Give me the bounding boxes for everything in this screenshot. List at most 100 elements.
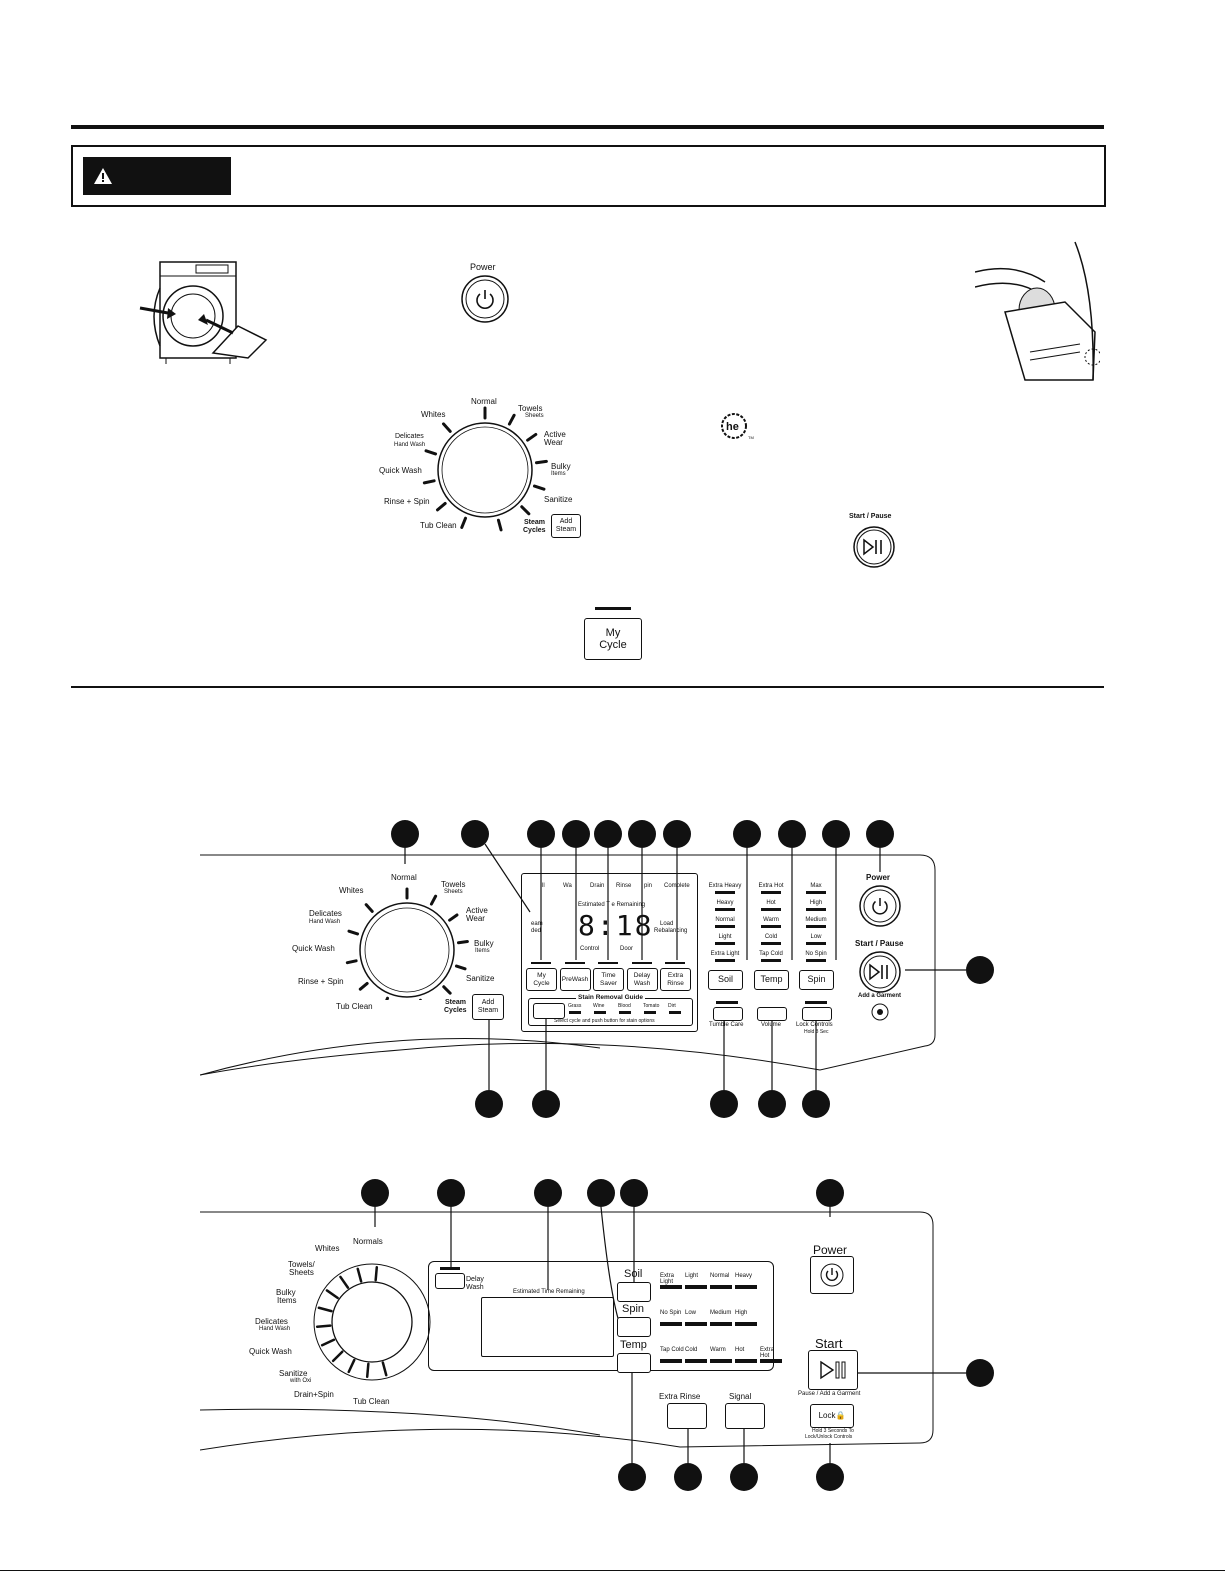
p2-time-screen [481, 1297, 614, 1357]
p1-option-indicator-4 [665, 962, 685, 964]
p1-status-3: Rinse [616, 883, 632, 889]
p1-spin-light-4 [806, 959, 826, 962]
play-pause-icon [863, 538, 875, 556]
p1-stain-item-0: Grass [568, 1003, 582, 1009]
p2-temp_levels-3: Hot [735, 1347, 745, 1353]
start-pause-button[interactable] [852, 525, 896, 569]
p2-dial-drain-spin: Drain+Spin [294, 1390, 334, 1399]
p2-delay-1: Delay [466, 1276, 484, 1283]
p2-spin-button[interactable] [617, 1317, 651, 1337]
p1-temp-level-2: Warm [763, 917, 779, 923]
p1-option-indicator-3 [631, 962, 652, 964]
tumble-care-button[interactable] [713, 1007, 743, 1021]
p1-stain-title: Stain Removal Guide [576, 994, 646, 1001]
p1-power-label: Power [866, 873, 891, 882]
p2-temp_levels-1: Cold [685, 1347, 698, 1353]
p1-soil-level-1: Heavy [716, 900, 734, 906]
p1-play-pause-icon [869, 963, 881, 981]
control-panel-2 [200, 1211, 934, 1451]
p1-temp-button[interactable]: Temp [754, 970, 789, 990]
p2-soil_levels-light-3 [735, 1285, 757, 1289]
tumble-care-indicator [716, 1001, 738, 1004]
p1-spin-button[interactable]: Spin [799, 970, 834, 990]
p1-door-lock: Door [620, 946, 634, 952]
p1-time-label: Estimated T e Remaining [578, 902, 646, 908]
lock-controls-button[interactable] [802, 1007, 832, 1021]
panel2-dial [313, 1263, 431, 1381]
p2-extra-rinse-button[interactable] [667, 1403, 707, 1429]
p1-status-2: Drain [590, 883, 605, 889]
p1-option-label-4-0: Extra [667, 972, 684, 980]
p1-option-label-1-0: PreWash [561, 975, 589, 983]
volume-button[interactable] [757, 1007, 787, 1021]
p1-spin-level-1: High [809, 900, 823, 906]
p1-control-lock: Control [580, 946, 600, 952]
p1-stain-light-4 [669, 1011, 681, 1014]
p1-stain-button[interactable] [533, 1003, 565, 1019]
p2-lock-button[interactable]: Lock 🔒 [810, 1404, 854, 1428]
svg-text:he: he [726, 421, 739, 433]
p1-soil-level-3: Light [718, 934, 732, 940]
dial-label-items: Items [551, 471, 566, 477]
p2-dial-items: Items [277, 1296, 297, 1305]
p1-dial-hand-wash: Hand Wash [309, 919, 341, 925]
lock-controls-label: Lock Controls [796, 1022, 833, 1028]
lock-icon: 🔒 [835, 1410, 846, 1420]
p1-power-button[interactable] [858, 884, 902, 928]
p1-status-5: Complete [664, 883, 690, 889]
p2-display-frame [428, 1261, 774, 1371]
dial-label-rinse-spin: Rinse + Spin [384, 497, 430, 506]
my-cycle-button[interactable]: My Cycle [584, 618, 642, 660]
he-logo-icon: he TM [721, 413, 754, 440]
p1-temp-light-2 [761, 925, 781, 928]
p2-soil_levels-light-2 [710, 1285, 732, 1289]
p1-steam-added-2: ded [531, 928, 542, 934]
p2-temp-button[interactable] [617, 1353, 651, 1373]
dial-label-cycles: Cycles [523, 527, 546, 534]
p1-dial-tub-clean: Tub Clean [336, 1002, 373, 1011]
dial-label-wear: Wear [544, 438, 563, 447]
p1-dial-rinse-spin: Rinse + Spin [298, 977, 344, 986]
p1-option-button-1[interactable]: PreWash [559, 968, 591, 991]
p2-dial-delicates: Delicates [255, 1317, 288, 1326]
p1-load-2: Rebalancing [654, 928, 688, 934]
p1-temp-level-0: Extra Hot [758, 883, 784, 889]
p1-spin-light-3 [806, 942, 826, 945]
dial-label-sanitize: Sanitize [544, 495, 573, 504]
p1-add-garment-label: Add a Garment [858, 993, 902, 999]
p2-start-button[interactable] [808, 1350, 858, 1390]
dial-label-active: Active [544, 430, 566, 439]
p1-soil-button[interactable]: Soil [708, 970, 743, 990]
p2-power-icon [820, 1263, 844, 1287]
p1-soil-level-0: Extra Heavy [708, 883, 742, 889]
dial-label-towels: Towels [518, 404, 543, 413]
p1-temp-level-3: Cold [764, 934, 778, 940]
p2-power-button[interactable] [810, 1256, 854, 1294]
p2-temp-label: Temp [620, 1339, 647, 1351]
p2-signal-button[interactable] [725, 1403, 765, 1429]
p2-delay-wash-button[interactable] [435, 1273, 465, 1289]
p1-start-pause-button[interactable] [858, 950, 902, 994]
p1-add-steam-button[interactable]: Add Steam [472, 994, 504, 1020]
dial-label-tub-clean: Tub Clean [420, 521, 457, 530]
power-button[interactable] [460, 274, 510, 324]
p1-spin-light-0 [806, 891, 826, 894]
lock-indicator [805, 1001, 827, 1004]
p1-stain-footer: Select cycle and push button for stain o… [554, 1018, 655, 1024]
p1-spin-light-1 [806, 908, 826, 911]
p1-stain-item-2: Blood [618, 1003, 631, 1009]
detergent-dispenser-illustration [975, 232, 1100, 382]
my-cycle-label-1: My [605, 626, 621, 639]
p1-stain-light-3 [644, 1011, 656, 1014]
warning-badge [83, 157, 231, 195]
p2-delay-2: Wash [466, 1284, 484, 1291]
add-steam-button[interactable]: Add Steam [551, 514, 581, 538]
p1-option-indicator-1 [564, 962, 585, 964]
p1-temp-light-3 [761, 942, 781, 945]
p2-spin_levels-3: High [735, 1310, 748, 1316]
p2-soil-button[interactable] [617, 1282, 651, 1302]
